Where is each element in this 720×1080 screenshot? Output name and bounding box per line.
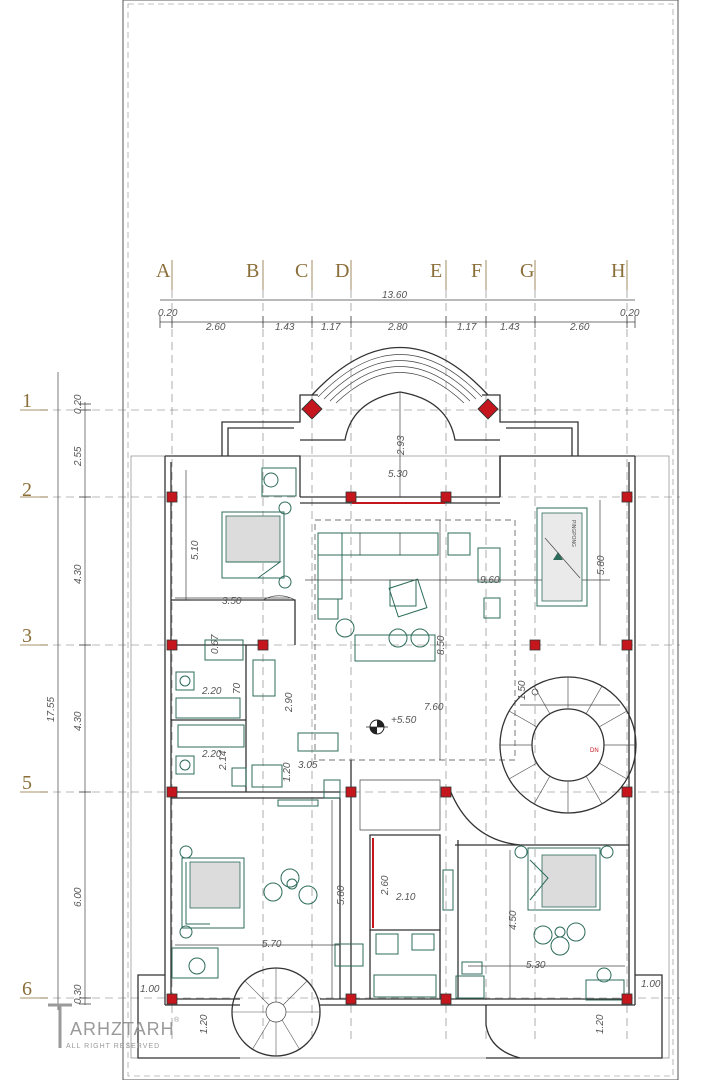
stair-dim: 1.50: [517, 680, 528, 700]
span-dim: 2.60: [569, 322, 590, 333]
service-rooms: 2.20 2.20 2.14 2.90 3.05 1.20 0.67 70: [175, 634, 341, 807]
terrace-depth-dim: 2.93: [396, 435, 407, 456]
span-dim: 2.80: [387, 322, 408, 333]
room-dim: 3.50: [222, 596, 242, 607]
living-width-dim: 9.60: [480, 575, 500, 586]
watermark-brand: ARHZTARH: [70, 1019, 175, 1039]
bedroom-top-left: [190, 467, 297, 601]
span-dim: 0.20: [158, 308, 178, 319]
balconies: 1.00 1.00 1.20 1.20: [137, 967, 663, 1059]
span-dim: 1.17: [321, 322, 341, 333]
center-dim: 2.60: [380, 875, 391, 896]
bedroom-width-dim: 5.70: [262, 939, 282, 950]
span-dim: 0.20: [620, 308, 640, 319]
small-dim: 0.67: [210, 634, 221, 654]
grid-row-label: 1: [22, 390, 32, 412]
grid-row-label: 2: [22, 479, 32, 501]
stair-down-label: DN: [590, 748, 599, 754]
grid-col-label: D: [335, 260, 349, 282]
center-dim: 2.10: [395, 892, 416, 903]
row-labels: 1 2 3 5 6: [20, 390, 48, 1000]
grid-row-label: 3: [22, 625, 32, 647]
grid-col-label: A: [156, 260, 171, 282]
bath-dim: 2.20: [201, 749, 222, 760]
left-dimensions: 0.20 2.55 4.30 4.30 6.00 0.30 17.55: [46, 372, 91, 1010]
terrace-width-dim: 5.30: [388, 469, 408, 480]
grid-col-label: G: [520, 260, 534, 282]
bedroom-bottom-left: 5.70 5.80: [171, 800, 364, 998]
column-labels: A B C D E F G H: [156, 260, 628, 290]
row-span-dim: 4.30: [73, 564, 84, 584]
grid-col-label: B: [246, 260, 259, 282]
top-dimensions: 13.60 0.20 2.60 1.43 1.17 2.80 1.17 1.43…: [158, 290, 640, 333]
building-walls: [164, 455, 636, 1006]
level-label: +5.50: [391, 715, 417, 726]
kitchen-dim: 3.05: [298, 760, 318, 771]
room-dim: 5.10: [190, 540, 201, 560]
small-dim: 70: [232, 682, 243, 694]
front-terrace: 2.93: [221, 346, 579, 497]
row-span-dim: 0.30: [73, 984, 84, 1004]
bath-dim: 2.20: [201, 686, 222, 697]
kitchen-dim: 2.90: [284, 692, 295, 713]
overall-width-dim: 13.60: [382, 290, 407, 301]
stair-width-dim: 7.60: [424, 702, 444, 713]
span-dim: 2.60: [205, 322, 226, 333]
grid-col-label: C: [295, 260, 308, 282]
table-label: PINGPONG: [570, 520, 576, 547]
grid-row-label: 5: [22, 772, 32, 794]
span-dim: 1.17: [457, 322, 477, 333]
balcony-dim: 1.20: [595, 1014, 606, 1034]
site-boundary: [122, 0, 679, 1080]
grid-col-label: H: [611, 260, 625, 282]
interior-dimensions: 5.10 3.50: [175, 470, 290, 607]
row-span-dim: 4.30: [73, 711, 84, 731]
level-marker: +5.50: [366, 715, 417, 735]
overall-height-dim: 17.55: [46, 697, 57, 722]
bedroom-bottom-right: 5.30 4.50: [455, 845, 625, 1001]
living-room: 9.60 8.50 5.30: [305, 469, 610, 760]
balcony-dim: 1.20: [199, 1014, 210, 1034]
columns: [166, 491, 633, 1005]
grid-row-label: 6: [22, 978, 32, 1000]
center-rooms: 2.60 2.10: [372, 838, 454, 998]
balcony-dim: 1.00: [140, 984, 160, 995]
span-dim: 1.43: [500, 322, 520, 333]
watermark: ARHZTARH ® ALL RIGHT RESERVED: [48, 1003, 180, 1050]
span-dim: 1.43: [275, 322, 295, 333]
watermark-sub: ALL RIGHT RESERVED: [66, 1043, 160, 1050]
bedroom-width-dim: 5.30: [526, 960, 546, 971]
balcony-dim: 1.00: [641, 979, 661, 990]
row-span-dim: 0.20: [73, 394, 84, 414]
games-area: PINGPONG 5.80: [536, 500, 607, 645]
living-depth-dim: 8.50: [436, 635, 447, 655]
bath-dim: 2.14: [218, 750, 229, 771]
bedroom-depth-dim: 4.50: [508, 910, 519, 930]
bedroom-depth-dim: 5.80: [336, 885, 347, 905]
small-dim: 1.20: [282, 762, 293, 782]
main-spiral-stair: 7.60 1.50 DN: [424, 676, 637, 846]
games-depth-dim: 5.80: [596, 555, 607, 575]
grid-col-label: F: [471, 260, 482, 282]
watermark-mark: ®: [174, 1016, 180, 1024]
row-span-dim: 2.55: [73, 446, 84, 467]
grid-col-label: E: [430, 260, 442, 282]
row-span-dim: 6.00: [73, 887, 84, 907]
